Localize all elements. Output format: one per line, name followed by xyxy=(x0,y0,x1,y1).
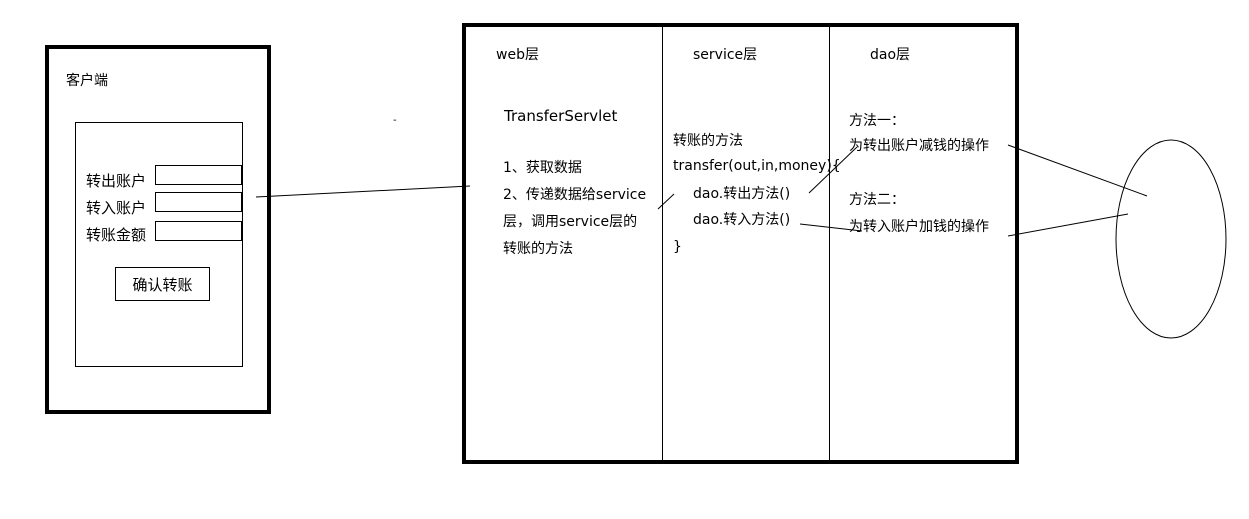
web-step-2: 2、传递数据给service xyxy=(503,187,647,203)
dao-method2-title: 方法二： xyxy=(849,192,905,208)
server-panel xyxy=(462,23,1019,464)
database-ellipse xyxy=(1115,139,1227,339)
from-account-input[interactable] xyxy=(155,165,242,185)
client-title: 客户端 xyxy=(66,73,108,89)
web-layer-title: web层 xyxy=(496,47,539,63)
service-layer-title: service层 xyxy=(693,47,758,63)
amount-label: 转账金额 xyxy=(86,226,147,244)
dao-method2-desc: 为转入账户加钱的操作 xyxy=(849,219,989,235)
dao-method1-title: 方法一： xyxy=(849,113,905,129)
from-account-label: 转出账户 xyxy=(86,172,147,190)
amount-input[interactable] xyxy=(155,221,242,241)
confirm-transfer-button[interactable]: 确认转账 xyxy=(115,267,210,301)
dao2-to-db-line xyxy=(1007,213,1129,237)
dao-method1-desc: 为转出账户减钱的操作 xyxy=(849,138,989,154)
web-step-2-cont: 层，调用service层的 xyxy=(503,214,638,230)
service-method-signature: transfer(out,in,money){ xyxy=(673,158,841,174)
to-account-input[interactable] xyxy=(155,192,242,212)
web-step-1: 1、获取数据 xyxy=(503,160,582,176)
web-step-2-end: 转账的方法 xyxy=(503,241,573,257)
web-service-divider xyxy=(662,27,663,460)
client-to-web-line xyxy=(255,185,471,198)
service-method-close: } xyxy=(673,239,682,255)
dao-call-in: dao.转入方法() xyxy=(693,212,791,228)
dao-layer-title: dao层 xyxy=(870,47,911,63)
dao1-to-db-line xyxy=(1007,144,1148,197)
transfer-form xyxy=(75,122,243,367)
servlet-name: TransferServlet xyxy=(504,107,618,125)
service-dao-divider xyxy=(829,27,830,460)
dao-call-out: dao.转出方法() xyxy=(693,186,791,202)
to-account-label: 转入账户 xyxy=(86,199,147,217)
stray-mark: - xyxy=(393,115,397,126)
client-panel xyxy=(45,45,271,414)
service-method-title: 转账的方法 xyxy=(673,133,743,149)
